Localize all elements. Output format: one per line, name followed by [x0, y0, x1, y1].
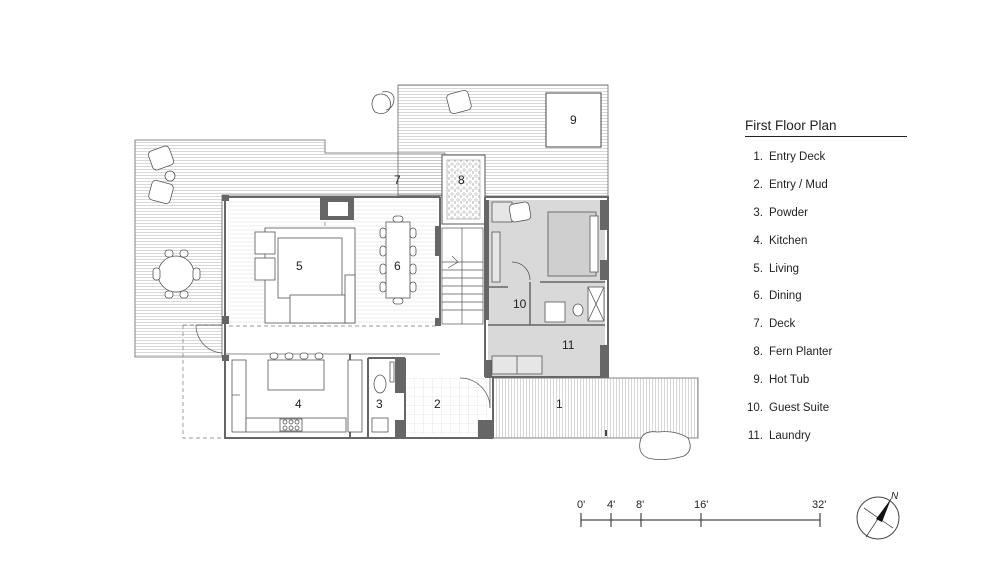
room-number-9: 9: [570, 113, 577, 127]
legend-item: 9.Hot Tub: [753, 374, 810, 387]
legend-item: 6.Dining: [753, 290, 802, 303]
legend-item: 11.Laundry: [747, 429, 811, 442]
legend-list: 1.Entry Deck 2.Entry / Mud 3.Powder 4.Ki…: [745, 150, 907, 457]
guest-suite-fixtures: [491, 201, 605, 375]
hot-tub: [545, 92, 602, 148]
entry-floor: [405, 378, 487, 434]
room-number-4: 4: [295, 397, 302, 411]
legend-title: First Floor Plan: [745, 118, 907, 137]
legend: First Floor Plan 1.Entry Deck 2.Entry / …: [745, 118, 907, 457]
stairs: [441, 227, 484, 325]
room-number-11: 11: [562, 338, 575, 352]
scale-tick-32: 32': [812, 499, 826, 511]
room-number-5: 5: [296, 259, 303, 273]
scale-tick-8: 8': [636, 499, 644, 511]
legend-item: 8.Fern Planter: [753, 346, 833, 359]
room-number-10: 10: [513, 297, 527, 311]
room-number-3: 3: [376, 397, 383, 411]
dining-table: [379, 215, 417, 305]
kitchen-fixtures: [231, 352, 363, 433]
room-number-7: 7: [394, 173, 401, 187]
deck-furniture: [147, 89, 691, 460]
north-arrow-icon: [856, 496, 900, 540]
doors: [195, 324, 607, 436]
room-number-2: 2: [434, 397, 441, 411]
living-furniture: [254, 227, 356, 324]
room-numbers: 1 2 3 4 5 6 7 8 9 10 11: [295, 113, 577, 411]
scale-tick-4: 4': [607, 499, 615, 511]
legend-item: 3.Powder: [753, 206, 808, 219]
deck-areas: [134, 84, 699, 439]
room-number-8: 8: [458, 173, 465, 187]
scale-bar: [580, 513, 821, 527]
legend-item: 1.Entry Deck: [753, 151, 826, 163]
scale-tick-0: 0': [577, 499, 585, 511]
powder-fixtures: [371, 361, 395, 433]
legend-item: 10.Guest Suite: [747, 402, 830, 415]
legend-item: 7.Deck: [753, 318, 796, 331]
legend-item: 5.Living: [753, 262, 800, 275]
north-label: N: [891, 491, 899, 502]
room-number-6: 6: [394, 259, 401, 273]
scale-tick-16: 16': [694, 499, 708, 511]
entry-deck: [492, 377, 699, 439]
legend-item: 4.Kitchen: [753, 234, 808, 247]
legend-item: 2.Entry / Mud: [753, 178, 828, 191]
room-number-1: 1: [556, 397, 563, 411]
